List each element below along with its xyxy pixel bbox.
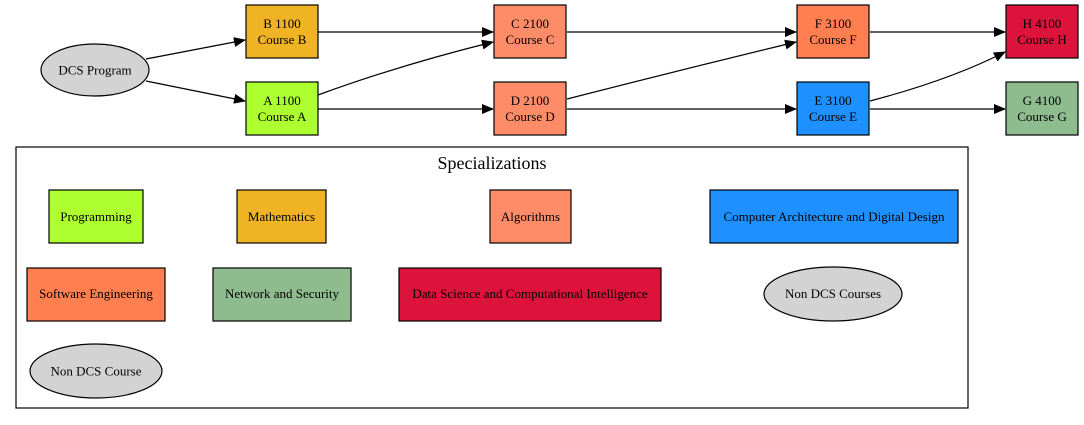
node-e3100: E 3100 Course E — [796, 81, 870, 136]
legend-label: Data Science and Computational Intellige… — [412, 286, 648, 301]
legend-item-software-engineering: Software Engineering — [26, 267, 166, 322]
node-f3100: F 3100 Course F — [796, 4, 870, 59]
legend-label: Software Engineering — [39, 286, 153, 301]
node-d2100: D 2100 Course D — [493, 81, 567, 136]
node-code: C 2100 — [511, 16, 549, 31]
node-code: G 4100 — [1023, 93, 1062, 108]
edge-dcs-to-a1100 — [145, 80, 246, 104]
node-name: Course E — [809, 109, 857, 124]
node-code: B 1100 — [263, 16, 300, 31]
edges — [145, 27, 1006, 114]
node-a1100: A 1100 Course A — [245, 81, 319, 136]
node-dcs-program: DCS Program — [40, 43, 150, 97]
node-name: Course G — [1017, 109, 1066, 124]
legend-item-architecture: Computer Architecture and Digital Design — [709, 189, 959, 244]
node-name: Course A — [258, 109, 307, 124]
specializations-legend: Specializations Programming Mathematics … — [15, 146, 969, 409]
node-code: H 4100 — [1023, 16, 1062, 31]
node-h4100: H 4100 Course H — [1005, 4, 1079, 59]
node-g4100: G 4100 Course G — [1005, 81, 1079, 136]
legend-label: Mathematics — [248, 209, 315, 224]
legend-item-algorithms: Algorithms — [489, 189, 572, 244]
edge-d2100-to-f3100 — [566, 39, 797, 100]
edge-dcs-to-b1100 — [145, 37, 246, 60]
node-name: Course F — [809, 32, 856, 47]
legend-item-mathematics: Mathematics — [236, 189, 327, 244]
edge-e3100-to-h4100 — [869, 51, 1006, 102]
legend-item-non-dcs-courses: Non DCS Courses — [763, 266, 903, 322]
legend-label: Algorithms — [501, 209, 560, 224]
edge-a1100-to-c2100 — [317, 39, 494, 96]
node-code: E 3100 — [814, 93, 851, 108]
legend-label: Network and Security — [225, 286, 340, 301]
legend-label: Programming — [60, 209, 132, 224]
node-label: DCS Program — [58, 63, 131, 78]
node-code: A 1100 — [263, 93, 300, 108]
node-name: Course H — [1017, 32, 1066, 47]
legend-item-non-dcs-course: Non DCS Course — [29, 343, 163, 399]
node-name: Course D — [505, 109, 554, 124]
node-c2100: C 2100 Course C — [493, 4, 567, 59]
node-b1100: B 1100 Course B — [245, 4, 319, 59]
node-name: Course C — [506, 32, 555, 47]
legend-item-programming: Programming — [48, 189, 144, 244]
legend-item-network-security: Network and Security — [212, 267, 352, 322]
node-code: F 3100 — [815, 16, 851, 31]
node-name: Course B — [258, 32, 307, 47]
node-code: D 2100 — [511, 93, 550, 108]
legend-label: Non DCS Courses — [785, 286, 881, 301]
legend-item-data-science: Data Science and Computational Intellige… — [398, 267, 662, 322]
legend-label: Computer Architecture and Digital Design — [724, 209, 945, 224]
legend-title: Specializations — [438, 153, 547, 173]
legend-label: Non DCS Course — [50, 364, 141, 379]
